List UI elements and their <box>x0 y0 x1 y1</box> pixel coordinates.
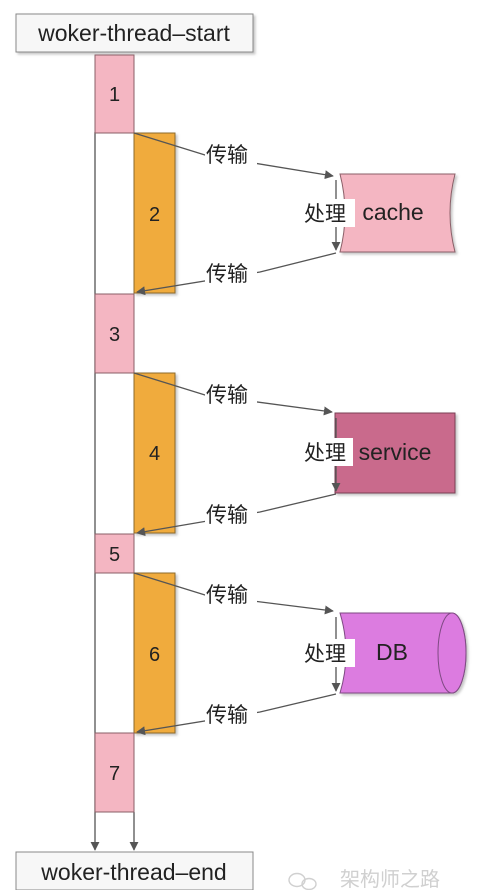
arrow-db-to-7 <box>136 693 337 736</box>
service-node-label: service <box>359 439 432 465</box>
step-1-label: 1 <box>109 84 120 106</box>
step-3: 3 <box>94 293 135 374</box>
step-7-label: 7 <box>109 763 120 785</box>
end-node: woker-thread–end <box>15 851 254 890</box>
db-node: DB <box>339 612 467 694</box>
transfer-label-3: 传输 <box>206 383 248 407</box>
db-node-label: DB <box>376 639 408 665</box>
transfer-label-1: 传输 <box>206 143 248 167</box>
step-3-label: 3 <box>109 324 120 346</box>
step-5: 5 <box>94 533 135 574</box>
step-1: 1 <box>94 54 135 134</box>
watermark: 架构师之路 <box>288 867 440 890</box>
transfer-labels: 传输 传输 传输 传输 传输 传输 <box>205 140 257 728</box>
watermark-text: 架构师之路 <box>340 867 440 890</box>
transfer-label-2: 传输 <box>206 262 248 286</box>
step-6: 6 <box>133 572 176 734</box>
arrow-cache-to-3 <box>136 252 337 296</box>
cache-node-label: cache <box>362 199 423 225</box>
start-node: woker-thread–start <box>15 13 254 53</box>
wechat-icon <box>288 872 317 890</box>
cache-node: cache <box>339 173 456 253</box>
end-node-label: woker-thread–end <box>40 859 226 885</box>
step-6-label: 6 <box>149 644 160 666</box>
step-4-label: 4 <box>149 443 160 465</box>
process-label-db: 处理 <box>304 642 346 666</box>
step-2-label: 2 <box>149 204 160 226</box>
arrow-service-to-5 <box>136 493 337 537</box>
service-node: service <box>334 412 456 494</box>
step-7: 7 <box>94 732 135 813</box>
process-label-cache: 处理 <box>304 202 346 226</box>
process-labels: 处理 处理 处理 <box>303 199 355 667</box>
transfer-label-5: 传输 <box>206 583 248 607</box>
step-2: 2 <box>133 132 176 294</box>
start-node-label: woker-thread–start <box>37 20 230 46</box>
transfer-label-4: 传输 <box>206 503 248 527</box>
step-4: 4 <box>133 372 176 534</box>
process-label-service: 处理 <box>304 441 346 465</box>
transfer-label-6: 传输 <box>206 703 248 727</box>
step-5-label: 5 <box>109 544 120 566</box>
